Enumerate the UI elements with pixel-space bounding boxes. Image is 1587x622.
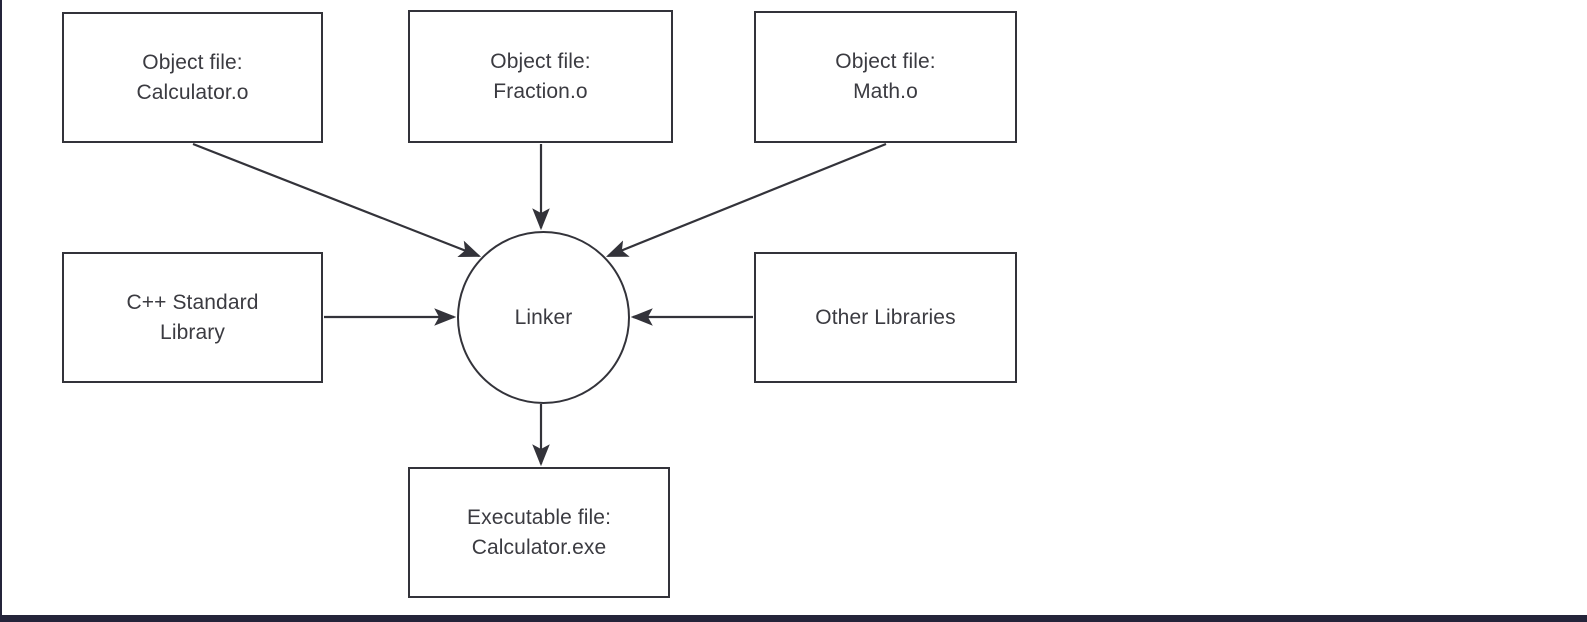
window-frame-bottom-border (0, 615, 1587, 622)
edge-math-to-linker (605, 142, 887, 258)
node-label: C++ Standard Library (126, 290, 259, 344)
node-object-file-calculator-o[interactable]: Object file: Calculator.o (62, 12, 323, 143)
node-label: Other Libraries (815, 305, 956, 329)
window-frame-left-border (0, 0, 2, 622)
node-label: Object file: Calculator.o (136, 50, 249, 104)
node-other-libraries[interactable]: Other Libraries (754, 252, 1017, 383)
edge-calculator-to-linker (192, 142, 482, 258)
node-label: Linker (514, 305, 573, 329)
node-cpp-standard-library[interactable]: C++ Standard Library (62, 252, 323, 383)
node-executable-file-calculator-exe[interactable]: Executable file: Calculator.exe (408, 467, 670, 598)
node-object-file-fraction-o[interactable]: Object file: Fraction.o (408, 10, 673, 143)
node-object-file-math-o[interactable]: Object file: Math.o (754, 11, 1017, 143)
node-label: Executable file: Calculator.exe (466, 505, 612, 559)
node-label: Object file: Fraction.o (490, 49, 591, 103)
node-label: Object file: Math.o (835, 50, 936, 103)
node-linker[interactable]: Linker (457, 231, 630, 404)
